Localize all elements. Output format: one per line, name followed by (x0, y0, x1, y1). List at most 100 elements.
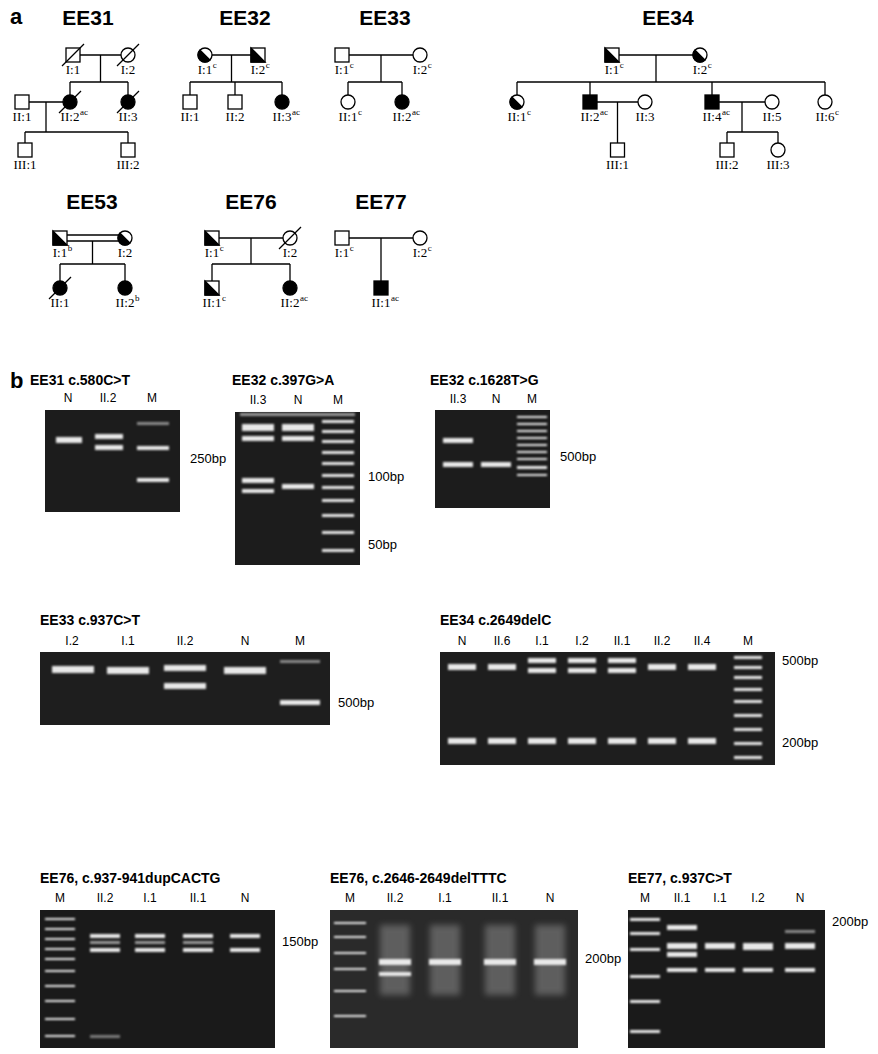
lane-label: I.1 (535, 635, 548, 649)
gel-band (45, 958, 75, 960)
gel-band (322, 430, 354, 433)
pedigree-symbol (205, 281, 219, 295)
gel-background (40, 652, 330, 725)
gel-smear (380, 925, 410, 995)
pedigree-symbol (638, 95, 652, 109)
gel-band (630, 1030, 660, 1033)
gel-band (322, 549, 354, 552)
gel-band (282, 424, 314, 431)
gel-band (484, 959, 516, 965)
deceased-slash (49, 44, 301, 299)
gel-band (734, 688, 762, 691)
gel-band (528, 658, 556, 663)
lane-label: M (527, 393, 537, 407)
lane-label: I.2 (751, 892, 764, 906)
individual-id: I:1 (198, 63, 212, 78)
pedigree-symbol (121, 143, 135, 157)
gel-band (45, 985, 75, 987)
lane-label: II.2 (97, 892, 114, 906)
pedigree-symbol (341, 95, 355, 109)
gel-band (648, 738, 676, 744)
gel-title: EE34 c.2649delC (440, 612, 551, 628)
individual-id: II:2 (116, 296, 135, 311)
gel-band (488, 664, 516, 670)
pedigree-symbol (705, 95, 719, 109)
gel-band (630, 1000, 660, 1003)
id-superscript: c (428, 243, 432, 253)
gel-band (734, 700, 762, 703)
pedigree-line (189, 82, 190, 95)
pedigree-line (380, 55, 381, 82)
id-superscript: ac (600, 107, 608, 117)
gel-smear (535, 925, 565, 995)
gel-band (608, 738, 636, 744)
pedigree-line (45, 102, 46, 132)
gel-band (334, 968, 366, 970)
lane-label: N (546, 892, 555, 906)
gel-band (743, 968, 773, 972)
gel-band (95, 445, 123, 450)
pedigree-symbol (118, 233, 130, 245)
gel-band (481, 462, 511, 467)
pedigree-title: EE76 (225, 190, 276, 214)
gel-band (45, 1000, 75, 1002)
individual-id: II:2 (226, 110, 245, 125)
individual-id: I:2 (283, 246, 297, 261)
gel-title: EE77, c.937C>T (628, 870, 732, 886)
id-superscript: c (620, 60, 624, 70)
gel-band (334, 936, 366, 938)
gel-band (517, 451, 547, 453)
size-marker: 250bp (190, 452, 226, 467)
pedigree-line (655, 55, 656, 82)
pedigree-line (231, 55, 232, 82)
pedigree-symbol (611, 143, 625, 157)
pedigree-symbol (15, 95, 29, 109)
size-marker: 200bp (832, 915, 868, 930)
pedigree-symbol (283, 281, 297, 295)
gel-band (183, 934, 213, 938)
pedigree-line (69, 82, 70, 95)
gel-band (240, 413, 355, 416)
lane-label: II.2 (387, 892, 404, 906)
gel-band (137, 478, 169, 482)
gel-band (90, 934, 120, 938)
pedigree-line (127, 82, 128, 95)
lane-label: N (64, 392, 73, 406)
pedigree-line (211, 264, 212, 281)
id-superscript: ac (391, 293, 399, 303)
pedigree-line (348, 81, 402, 82)
gel-band (734, 666, 762, 669)
pedigree-symbol (118, 231, 132, 245)
lane-label: II.3 (450, 393, 467, 407)
pedigree-symbol (205, 231, 219, 245)
individual-id: I:2 (251, 63, 265, 78)
pedigree-symbol (583, 95, 597, 109)
gel-band (52, 666, 94, 673)
gel-band (517, 458, 547, 460)
gel-band (334, 990, 366, 992)
lane-label: M (640, 892, 650, 906)
gel-band (95, 434, 123, 439)
id-superscript: c (708, 60, 712, 70)
gel-band (517, 444, 547, 446)
gel-title: EE32 c.397G>A (232, 372, 334, 388)
gel-band (137, 422, 169, 425)
pedigree-symbol (771, 143, 785, 157)
gel-band (107, 667, 149, 674)
gel-band (282, 484, 314, 489)
lane-label: II.2 (100, 392, 117, 406)
gel-band (322, 474, 354, 477)
pedigree-symbol (765, 95, 779, 109)
individual-id: II:3 (273, 110, 292, 125)
gel-band (45, 970, 75, 972)
gel-band (322, 440, 354, 443)
gel-band (429, 959, 461, 965)
gel-band (45, 918, 75, 920)
pedigree-symbol (395, 95, 409, 109)
lane-label: II.4 (694, 635, 711, 649)
pedigree-symbol (413, 231, 427, 245)
lane-label: M (333, 394, 343, 408)
gel-band (322, 531, 354, 534)
pedigree-symbol (198, 50, 210, 62)
individual-id: II:1 (13, 110, 32, 125)
